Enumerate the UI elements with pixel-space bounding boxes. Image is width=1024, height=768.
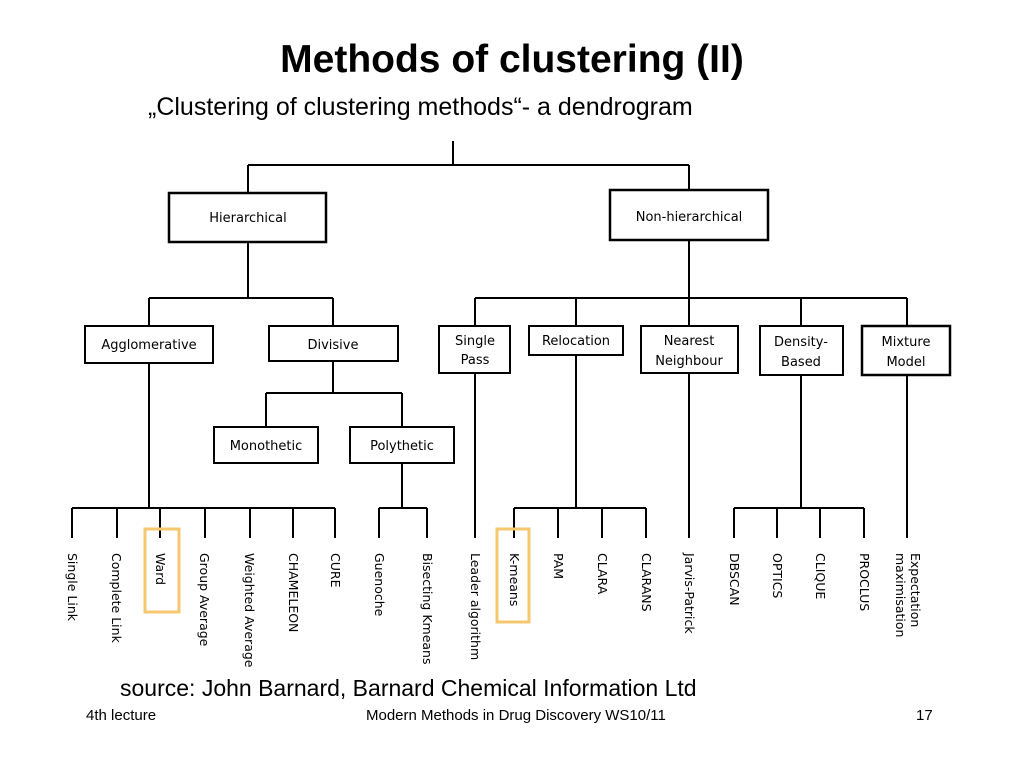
highlight-k-means — [495, 527, 531, 624]
connectors — [71, 141, 908, 538]
node-density-based: Density- Based — [759, 325, 844, 376]
node-polythetic-label: Polythetic — [370, 439, 434, 454]
node-polythetic: Polythetic — [349, 426, 455, 464]
leaf-pam: PAM — [551, 553, 566, 579]
node-mixture-model: Mixture Model — [860, 324, 952, 377]
leaf-leader-algorithm: Leader algorithm — [468, 553, 483, 660]
leaf-dbscan: DBSCAN — [727, 553, 742, 606]
highlight-ward — [143, 527, 181, 614]
footer-lecture: 4th lecture — [86, 707, 157, 724]
node-nearest-neighbour-label-line1: Nearest — [664, 334, 715, 349]
source-note: source: John Barnard, Barnard Chemical I… — [120, 675, 697, 701]
node-divisive-label: Divisive — [307, 338, 358, 353]
node-divisive: Divisive — [268, 325, 399, 362]
node-nearest-neighbour: Nearest Neighbour — [640, 325, 739, 374]
node-non-hierarchical-label: Non-hierarchical — [636, 210, 743, 225]
node-monothetic-label: Monothetic — [230, 439, 303, 454]
leaf-ward: Ward — [153, 553, 168, 585]
node-agglomerative: Agglomerative — [84, 325, 214, 364]
node-density-based-label-line1: Density- — [774, 335, 828, 350]
node-hierarchical-label: Hierarchical — [209, 211, 286, 226]
leaf-weighted-average: Weighted Average — [242, 553, 257, 668]
node-agglomerative-label: Agglomerative — [101, 338, 196, 353]
leaf-clique: CLIQUE — [813, 553, 828, 599]
leaf-clara: CLARA — [595, 553, 610, 595]
node-relocation-label: Relocation — [542, 334, 610, 349]
footer-page-number: 17 — [916, 707, 933, 724]
leaf-clarans: CLARANS — [639, 553, 654, 612]
node-mixture-model-label-line2: Model — [886, 355, 925, 370]
leaf-k-means: K-means — [507, 553, 522, 606]
node-nearest-neighbour-label-line2: Neighbour — [655, 354, 723, 369]
node-mixture-model-label-line1: Mixture — [882, 335, 931, 350]
leaf-expectation-maximisation-line2: maximisation — [893, 553, 908, 637]
leaf-chameleon: CHAMELEON — [286, 553, 301, 632]
leaf-single-link: Single Link — [65, 553, 80, 622]
slide-subtitle: „Clustering of clustering methods“- a de… — [148, 93, 693, 121]
footer-course: Modern Methods in Drug Discovery WS10/11 — [366, 707, 666, 724]
node-relocation: Relocation — [528, 325, 624, 356]
leaf-optics: OPTICS — [770, 553, 785, 598]
leaf-cure: CURE — [328, 553, 343, 588]
leaf-guenoche: Guenoche — [372, 553, 387, 617]
leaf-expectation-maximisation-line1: Expectation — [908, 553, 923, 627]
node-density-based-label-line2: Based — [781, 355, 821, 370]
leaf-labels: Single Link Complete Link Ward Group Ave… — [65, 552, 923, 668]
slide-title: Methods of clustering (II) — [280, 38, 744, 81]
leaf-bisecting-kmeans: Bisecting Kmeans — [420, 553, 435, 665]
node-hierarchical: Hierarchical — [167, 191, 328, 244]
node-non-hierarchical: Non-hierarchical — [608, 188, 770, 242]
node-monothetic: Monothetic — [213, 426, 319, 464]
node-single-pass-label-line1: Single — [455, 334, 495, 349]
dendrogram: Hierarchical Non-hierarchical Agglomerat… — [65, 141, 952, 668]
leaf-group-average: Group Average — [197, 553, 212, 647]
node-single-pass-label-line2: Pass — [461, 353, 490, 368]
leaf-complete-link: Complete Link — [109, 553, 124, 644]
leaf-proclus: PROCLUS — [857, 553, 872, 611]
node-single-pass: Single Pass — [438, 325, 511, 374]
leaf-jarvis-patrick: Jarvis-Patrick — [682, 552, 697, 634]
